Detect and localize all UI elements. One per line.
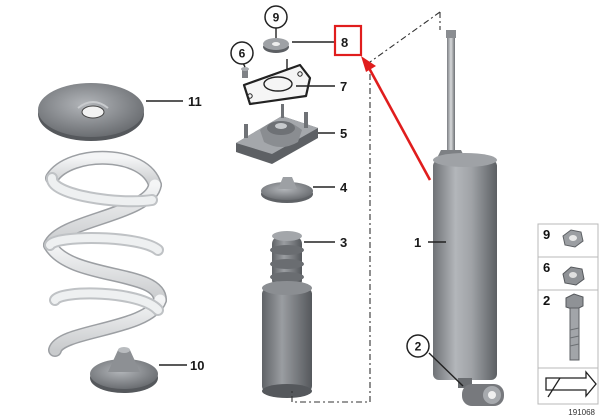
panel-label-6: 6 bbox=[543, 260, 550, 275]
callout-3: 3 bbox=[340, 235, 347, 250]
dust-boot bbox=[262, 281, 312, 398]
callout-10: 10 bbox=[190, 358, 204, 373]
red-arrow bbox=[361, 56, 432, 181]
assembly-outline bbox=[291, 11, 441, 403]
lower-eye-mount bbox=[462, 384, 504, 406]
callout-6: 6 bbox=[239, 47, 246, 61]
callout-11: 11 bbox=[188, 94, 202, 109]
shock-absorber-part-1 bbox=[433, 30, 504, 406]
bolt-icon bbox=[565, 293, 584, 361]
highlight-box bbox=[333, 24, 363, 57]
callout-5: 5 bbox=[340, 126, 347, 141]
fastener-panel: 9 6 2 bbox=[537, 223, 599, 405]
leader-lines bbox=[146, 28, 464, 387]
callout-2-circle: 2 bbox=[406, 334, 430, 358]
bump-stop-part-3 bbox=[270, 231, 304, 288]
panel-label-9: 9 bbox=[543, 227, 550, 242]
spring-pad-part-11 bbox=[38, 83, 144, 141]
bolt-part-6 bbox=[241, 67, 249, 78]
callout-1: 1 bbox=[414, 235, 421, 250]
nut-part-9 bbox=[263, 38, 289, 53]
panel-label-2: 2 bbox=[543, 293, 550, 308]
callout-8: 8 bbox=[341, 35, 348, 50]
cap-part-4 bbox=[261, 177, 313, 203]
callout-9-circle: 9 bbox=[264, 5, 288, 29]
hex-nut-icon bbox=[562, 266, 585, 286]
callout-4: 4 bbox=[340, 180, 348, 195]
callout-7: 7 bbox=[340, 79, 347, 94]
spring-pad-part-10 bbox=[90, 347, 158, 393]
strut-mount-part-5 bbox=[236, 104, 318, 164]
gasket-part-7 bbox=[242, 63, 312, 106]
nut-icon bbox=[562, 229, 584, 248]
direction-arrow-icon bbox=[545, 370, 597, 398]
callout-6-circle: 6 bbox=[230, 41, 254, 65]
callout-9: 9 bbox=[273, 11, 280, 25]
callout-2: 2 bbox=[415, 340, 422, 354]
diagram-number: 191068 bbox=[568, 408, 595, 417]
coil-spring bbox=[43, 150, 167, 357]
callout-labels: 11 10 8 7 5 4 3 1 bbox=[188, 35, 421, 373]
